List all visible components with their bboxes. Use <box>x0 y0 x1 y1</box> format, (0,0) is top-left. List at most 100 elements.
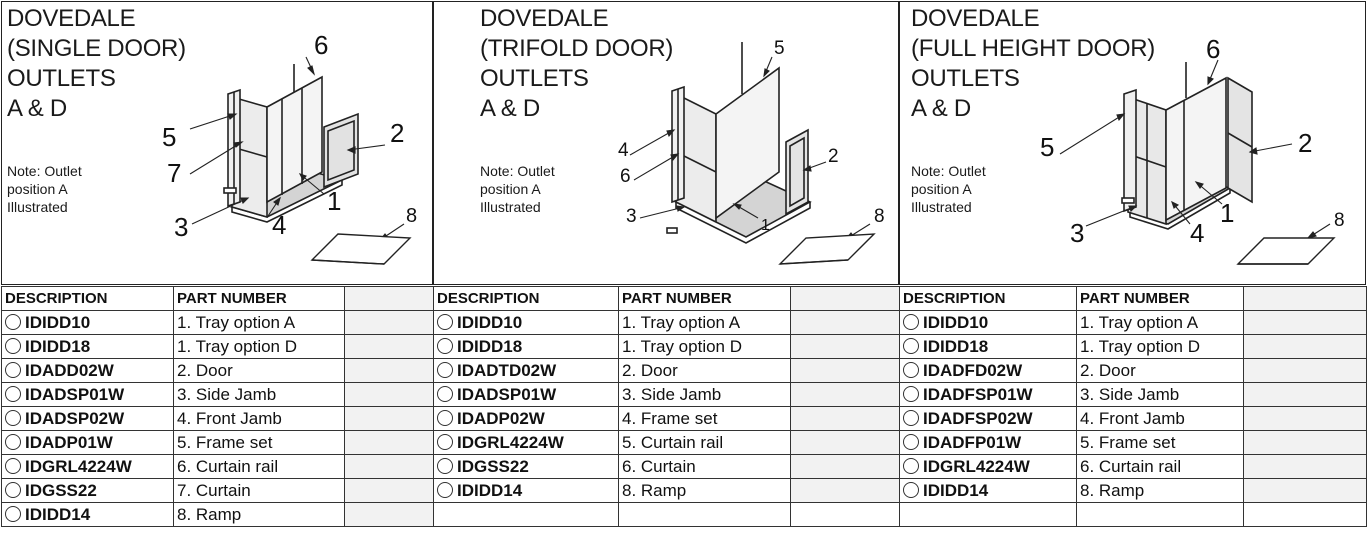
part-name: 3. Side Jamb <box>173 382 345 407</box>
blank-cell <box>790 406 900 431</box>
part-name: 1. Tray option D <box>173 334 345 359</box>
part-code: IDIDD14 <box>457 480 523 500</box>
radio-button[interactable] <box>903 409 919 426</box>
blank-cell <box>1243 430 1367 455</box>
radio-button[interactable] <box>437 337 453 354</box>
blank-cell <box>790 502 900 527</box>
radio-button[interactable] <box>903 481 919 498</box>
part-code-cell: IDGSS22 <box>1 478 174 503</box>
radio-button[interactable] <box>903 337 919 354</box>
callout: 1 <box>1220 198 1234 228</box>
part-code-cell: IDGSS22 <box>433 454 619 479</box>
blank-cell <box>790 382 900 407</box>
radio-button[interactable] <box>437 409 453 426</box>
part-code: IDADFD02W <box>923 360 1023 380</box>
part-code: IDIDD18 <box>923 336 989 356</box>
title-line: (FULL HEIGHT DOOR) <box>911 35 1155 62</box>
callout: 4 <box>1190 218 1204 248</box>
part-code: IDADFSP02W <box>923 408 1033 428</box>
blank-cell <box>790 310 900 335</box>
radio-button[interactable] <box>5 409 21 426</box>
blank-cell <box>899 502 1077 527</box>
part-code-cell: IDADD02W <box>1 358 174 383</box>
blank-cell <box>1076 502 1244 527</box>
part-code-cell: IDIDD10 <box>899 310 1077 335</box>
note-line: Illustrated <box>7 199 68 215</box>
table-row-empty <box>899 502 1367 527</box>
radio-button[interactable] <box>437 385 453 402</box>
radio-button[interactable] <box>5 433 21 450</box>
part-code-cell: IDIDD14 <box>1 502 174 527</box>
note-line: position A <box>480 181 541 197</box>
blank-cell <box>1243 286 1367 311</box>
part-code-cell: IDADSP01W <box>433 382 619 407</box>
table-row: IDADSP02W 4. Front Jamb <box>1 406 434 431</box>
callout: 5 <box>162 122 176 152</box>
radio-button[interactable] <box>5 457 21 474</box>
radio-button[interactable] <box>903 457 919 474</box>
blank-cell <box>790 478 900 503</box>
radio-button[interactable] <box>437 361 453 378</box>
radio-button[interactable] <box>5 313 21 330</box>
part-code: IDADSP02W <box>25 408 125 428</box>
part-name: 1. Tray option D <box>1076 334 1244 359</box>
radio-button[interactable] <box>5 385 21 402</box>
callout: 5 <box>774 38 785 59</box>
radio-button[interactable] <box>5 481 21 498</box>
radio-button[interactable] <box>903 385 919 402</box>
blank-cell <box>1243 454 1367 479</box>
radio-button[interactable] <box>437 457 453 474</box>
part-code-cell: IDIDD14 <box>899 478 1077 503</box>
radio-button[interactable] <box>5 505 21 522</box>
blank-cell <box>344 310 434 335</box>
callout: 4 <box>618 140 629 161</box>
part-code-cell: IDADFSP02W <box>899 406 1077 431</box>
part-name: 2. Door <box>618 358 791 383</box>
radio-button[interactable] <box>437 433 453 450</box>
part-name: 8. Ramp <box>173 502 345 527</box>
note-line: position A <box>7 181 68 197</box>
part-code-cell: IDIDD14 <box>433 478 619 503</box>
title-line: OUTLETS <box>7 65 116 92</box>
radio-button[interactable] <box>5 361 21 378</box>
radio-button[interactable] <box>903 433 919 450</box>
callout: 8 <box>874 206 885 227</box>
callout: 3 <box>174 212 188 242</box>
part-code: IDADP01W <box>25 432 113 452</box>
radio-button[interactable] <box>437 313 453 330</box>
radio-button[interactable] <box>903 313 919 330</box>
col-header-description: DESCRIPTION <box>899 286 1077 311</box>
callout: 3 <box>626 206 637 227</box>
note-line: Note: Outlet <box>911 163 986 179</box>
part-name: 4. Front Jamb <box>173 406 345 431</box>
blank-cell <box>618 502 791 527</box>
radio-button[interactable] <box>437 481 453 498</box>
part-code: IDADP02W <box>457 408 545 428</box>
part-code-cell: IDADTD02W <box>433 358 619 383</box>
part-code: IDGRL4224W <box>923 456 1030 476</box>
radio-button[interactable] <box>903 361 919 378</box>
part-name: 6. Curtain rail <box>173 454 345 479</box>
part-code: IDGRL4224W <box>457 432 564 452</box>
radio-button[interactable] <box>5 337 21 354</box>
blank-cell <box>790 334 900 359</box>
part-code-cell: IDIDD10 <box>433 310 619 335</box>
table-header-row: DESCRIPTION PART NUMBER <box>433 286 900 311</box>
part-code-cell: IDIDD18 <box>433 334 619 359</box>
note-line: Note: Outlet <box>480 163 555 179</box>
part-code: IDGRL4224W <box>25 456 132 476</box>
callout: 5 <box>1040 132 1054 162</box>
